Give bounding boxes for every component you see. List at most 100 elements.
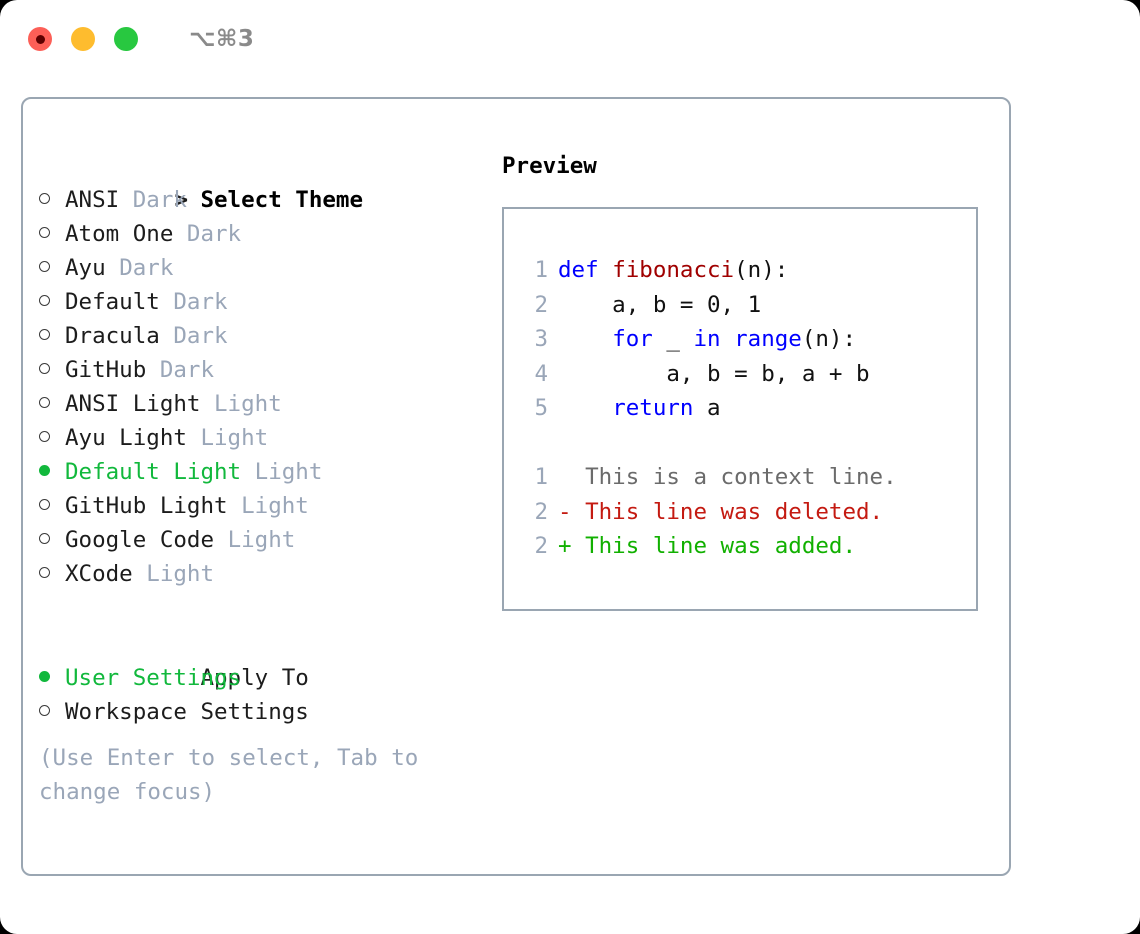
theme-option-github-light[interactable]: GitHub Light Light: [39, 489, 499, 523]
theme-option-dracula[interactable]: Dracula Dark: [39, 319, 499, 353]
theme-option-variant-tag: Light: [241, 493, 309, 519]
radio-unselected-icon: [39, 261, 50, 272]
diff-sample: 1 This is a context line.2- This line wa…: [522, 460, 976, 564]
theme-option-google-code[interactable]: Google Code Light: [39, 523, 499, 557]
apply-to-label: Apply To: [200, 665, 309, 691]
theme-option-label: Atom One: [65, 221, 174, 247]
diff-text: This line was deleted.: [571, 498, 884, 525]
theme-option-label: Ayu Light: [65, 425, 187, 451]
code-token: (n):: [734, 257, 789, 283]
option-marker: [39, 557, 65, 591]
code-token: fibonacci: [612, 257, 735, 283]
option-marker: [39, 285, 65, 319]
apply-to-heading: oApply To: [39, 627, 499, 691]
code-token: _: [652, 326, 694, 352]
theme-option-variant-tag: Dark: [159, 357, 215, 383]
radio-selected-icon: [39, 671, 50, 682]
theme-option-label: Dracula: [65, 323, 160, 349]
window-controls: [28, 27, 138, 51]
theme-option-ansi-light[interactable]: ANSI Light Light: [39, 387, 499, 421]
option-marker: [39, 523, 65, 557]
option-marker: [39, 217, 65, 251]
option-marker: [39, 421, 65, 455]
radio-unselected-icon: [39, 193, 50, 204]
diff-text: This is a context line.: [571, 464, 897, 490]
maximize-button[interactable]: [114, 27, 138, 51]
diff-line-number: 2: [534, 533, 548, 559]
option-marker: [39, 319, 65, 353]
theme-option-label: Google Code: [65, 527, 215, 553]
radio-unselected-icon: [39, 705, 50, 716]
line-number: 3: [534, 326, 548, 352]
theme-option-label: ANSI Light: [65, 391, 201, 417]
code-diff-gap: [522, 426, 976, 461]
theme-option-variant-tag: Light: [214, 391, 282, 417]
diff-line-number: 2: [534, 498, 548, 525]
apply-to-option-label: Workspace Settings: [65, 699, 309, 725]
theme-option-variant-tag: Light: [254, 459, 323, 485]
theme-option-variant-tag: Dark: [173, 289, 228, 315]
diff-text: This line was added.: [571, 533, 857, 559]
theme-option-label: GitHub Light: [65, 493, 228, 519]
keyboard-shortcut-label: ⌥⌘3: [189, 26, 255, 52]
theme-option-github[interactable]: GitHub Dark: [39, 353, 499, 387]
theme-option-ansi[interactable]: ANSI Dark: [39, 183, 499, 217]
theme-option-variant-tag: Dark: [173, 323, 228, 349]
theme-option-label: GitHub: [65, 357, 147, 383]
diff-sign: +: [558, 533, 572, 559]
code-token: (n):: [801, 326, 857, 352]
option-marker: [39, 387, 65, 421]
close-button[interactable]: [28, 27, 52, 51]
theme-option-atom-one[interactable]: Atom One Dark: [39, 217, 499, 251]
apply-to-option-workspace-settings[interactable]: Workspace Settings: [39, 695, 499, 729]
theme-option-variant-tag: Light: [200, 425, 269, 451]
code-token: range: [734, 326, 802, 352]
theme-option-label: XCode: [65, 561, 133, 587]
line-number: 1: [534, 257, 548, 283]
code-line: 2 a, b = 0, 1: [522, 288, 976, 323]
radio-unselected-icon: [39, 397, 50, 408]
code-token: a, b = 0, 1: [558, 291, 762, 318]
diff-line: 2- This line was deleted.: [522, 495, 976, 530]
code-line: 4 a, b = b, a + b: [522, 357, 976, 392]
select-theme-label: Select Theme: [200, 187, 364, 213]
radio-selected-icon: [39, 465, 50, 476]
theme-option-default[interactable]: Default Dark: [39, 285, 499, 319]
option-marker: [39, 353, 65, 387]
theme-option-default-light[interactable]: Default Light Light: [39, 455, 499, 489]
theme-option-variant-tag: Dark: [186, 221, 242, 247]
code-token: [558, 395, 612, 421]
theme-option-ayu[interactable]: Ayu Dark: [39, 251, 499, 285]
minimize-button[interactable]: [71, 27, 95, 51]
radio-unselected-icon: [39, 567, 50, 578]
radio-unselected-icon: [39, 499, 50, 510]
apply-to-option-user-settings[interactable]: User Settings: [39, 661, 499, 695]
theme-option-variant-tag: Dark: [132, 187, 187, 213]
code-token: a: [693, 395, 721, 421]
option-marker: [39, 183, 65, 217]
theme-option-label: Default: [65, 289, 160, 315]
theme-option-variant-tag: Light: [227, 527, 296, 553]
theme-option-xcode[interactable]: XCode Light: [39, 557, 499, 591]
option-marker: [39, 489, 65, 523]
radio-unselected-icon: [39, 295, 50, 306]
apply-to-option-label: User Settings: [65, 665, 242, 691]
diff-line: 1 This is a context line.: [522, 460, 976, 495]
code-token: [721, 326, 735, 352]
code-token: [558, 326, 612, 352]
option-marker: [39, 251, 65, 285]
option-marker: [39, 455, 65, 489]
theme-option-label: Default Light: [65, 459, 242, 485]
line-number: 4: [534, 360, 548, 387]
code-token: a, b = b, a + b: [558, 360, 870, 387]
radio-unselected-icon: [39, 227, 50, 238]
theme-option-ayu-light[interactable]: Ayu Light Light: [39, 421, 499, 455]
code-token: for: [612, 326, 653, 352]
